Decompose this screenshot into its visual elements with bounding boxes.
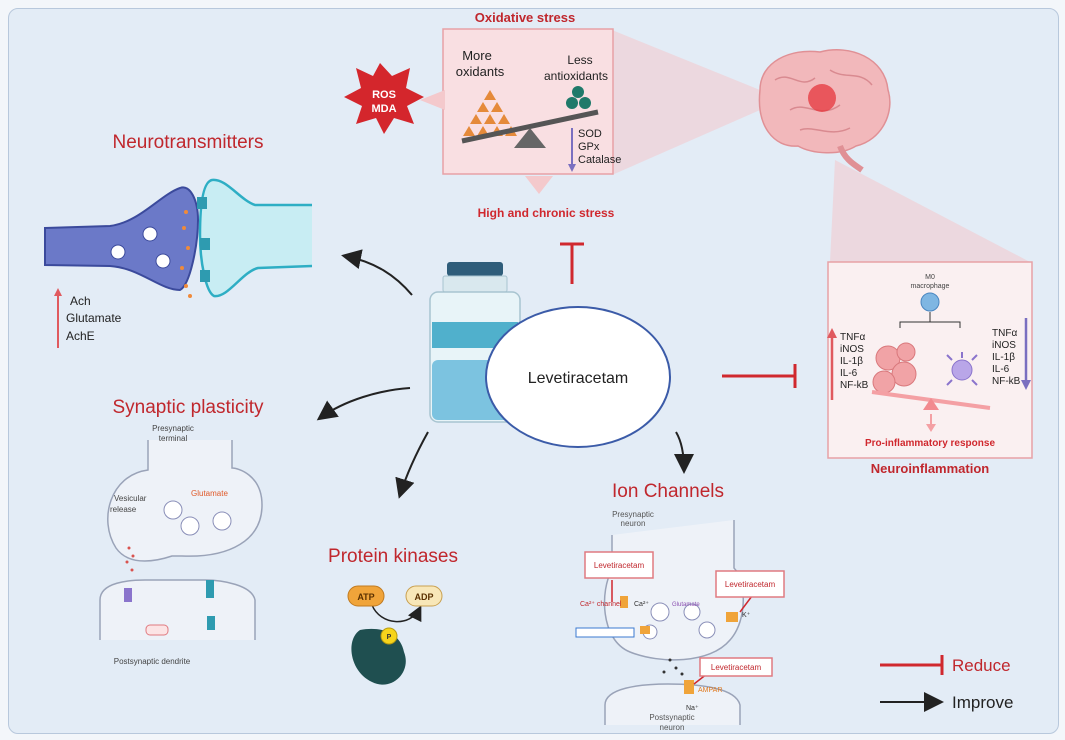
enzyme-gpx: GPx — [578, 141, 600, 153]
arrow-to-kinases — [395, 431, 429, 499]
neuroinflammation-title: Neuroinflammation — [871, 461, 990, 476]
ros-label: ROS — [372, 89, 396, 101]
ion-drug-label-2: Levetiracetam — [725, 580, 776, 589]
na-ion-label: Na⁺ — [686, 705, 699, 712]
left-marker-il6: IL-6 — [840, 368, 858, 379]
phosphate-label: P — [387, 634, 392, 641]
arrow-to-ion-channels — [673, 431, 694, 474]
left-marker-nfkb: NF-kB — [840, 380, 869, 391]
release-label: release — [110, 505, 137, 514]
brain-zoom-wedge-top — [612, 30, 760, 175]
right-marker-il1b: IL-1β — [992, 352, 1015, 363]
nt-ach: Ach — [70, 294, 91, 308]
ion-channel-illustration — [575, 520, 753, 725]
balance-fulcrum — [514, 128, 546, 148]
m2-cell-icon — [946, 352, 978, 386]
kinase-illustration — [347, 585, 443, 685]
m0-label: M0 — [925, 274, 935, 281]
ion-drug-box-3 — [699, 657, 773, 677]
ion-drug-box-2 — [715, 570, 785, 598]
legend: Reduce Improve — [880, 655, 1013, 712]
brain-hotspot — [808, 84, 836, 112]
oxidative-stress-box: Oxidative stress More oxidants Less anti… — [442, 10, 760, 220]
pro-inflammatory-label: Pro-inflammatory response — [865, 438, 995, 449]
less-antioxidants-line2: antioxidants — [544, 69, 608, 83]
kinase-protein-icon — [351, 628, 406, 685]
mda-label: MDA — [371, 103, 396, 115]
ion-channels-title: Ion Channels — [612, 481, 724, 502]
terminal-label: terminal — [159, 434, 188, 443]
ampar-label: AMPAR — [698, 687, 722, 694]
neuroinflammation-box: M0 macrophage TNFα iNOS IL-1β IL-6 NF-kB… — [827, 261, 1033, 459]
nt-ache: AchE — [66, 329, 95, 343]
right-marker-nfkb: NF-kB — [992, 376, 1021, 387]
phosphate-icon — [380, 627, 398, 645]
ion-glutamate-label: Glutamate — [672, 602, 700, 608]
ion-drug-label-1: Levetiracetam — [594, 561, 645, 570]
enzyme-catalase: Catalase — [578, 154, 621, 166]
neurotransmitters-title: Neurotransmitters — [113, 132, 264, 153]
legend-reduce-label: Reduce — [952, 656, 1011, 675]
drug-ellipse — [485, 306, 671, 448]
macrophage-label: macrophage — [911, 283, 950, 290]
m1-cells-icon — [872, 342, 917, 394]
ca-ion-label: Ca²⁺ — [634, 601, 649, 608]
oxidative-stress-title: Oxidative stress — [475, 10, 575, 25]
left-marker-inos: iNOS — [840, 344, 864, 355]
presynaptic-neuron-label-2: neuron — [621, 519, 646, 528]
vesicular-label: Vesicular — [114, 494, 147, 503]
more-oxidants-line1: More — [462, 48, 492, 63]
brain-zoom-wedge-right — [830, 160, 1030, 262]
synaptic-plasticity-title: Synaptic plasticity — [112, 397, 264, 418]
nt-glutamate: Glutamate — [66, 311, 122, 325]
presynaptic-neuron-label-1: Presynaptic — [612, 510, 654, 519]
right-marker-tnfa: TNFα — [992, 328, 1017, 339]
more-oxidants-line2: oxidants — [456, 64, 505, 79]
less-antioxidants-line1: Less — [567, 53, 592, 67]
arrow-to-neurotransmitters — [341, 249, 413, 296]
right-marker-il6: IL-6 — [992, 364, 1010, 375]
synapse-illustration — [44, 178, 313, 298]
enzyme-sod: SOD — [578, 128, 602, 140]
left-marker-tnfa: TNFα — [840, 332, 865, 343]
ion-drug-label-3: Levetiracetam — [711, 663, 762, 672]
plasticity-illustration — [99, 440, 263, 640]
balance-beam — [461, 109, 599, 144]
ca-channel-label: Ca²⁺ channel — [580, 601, 622, 608]
atp-pill — [347, 585, 385, 607]
postsynaptic-dendrite-label: Postsynaptic dendrite — [114, 657, 191, 666]
ion-drug-box-1 — [584, 551, 654, 579]
stress-pointer — [525, 176, 553, 194]
macrophage-cell-icon — [920, 292, 940, 312]
postsynaptic-neuron-label-1: Postsynaptic — [649, 713, 694, 722]
levetiracetam-label: Levetiracetam — [528, 370, 629, 387]
right-marker-inos: iNOS — [992, 340, 1016, 351]
protein-kinases-title: Protein kinases — [328, 546, 458, 567]
left-marker-il1b: IL-1β — [840, 356, 863, 367]
glutamate-label: Glutamate — [191, 489, 228, 498]
adp-label: ADP — [414, 592, 433, 602]
k-ion-label: K⁺ — [742, 612, 751, 619]
adp-pill — [405, 585, 443, 607]
brain-icon — [758, 49, 891, 173]
atp-label: ATP — [357, 592, 374, 602]
ros-mda-burst: ROS MDA — [344, 63, 445, 134]
antioxidant-balls-icon — [566, 86, 591, 109]
ros-arrow — [420, 90, 445, 110]
high-chronic-stress-label: High and chronic stress — [478, 206, 615, 220]
arrow-to-plasticity — [316, 387, 411, 421]
legend-improve-label: Improve — [952, 693, 1013, 712]
presynaptic-label: Presynaptic — [152, 424, 194, 433]
postsynaptic-neuron-label-2: neuron — [660, 723, 685, 732]
